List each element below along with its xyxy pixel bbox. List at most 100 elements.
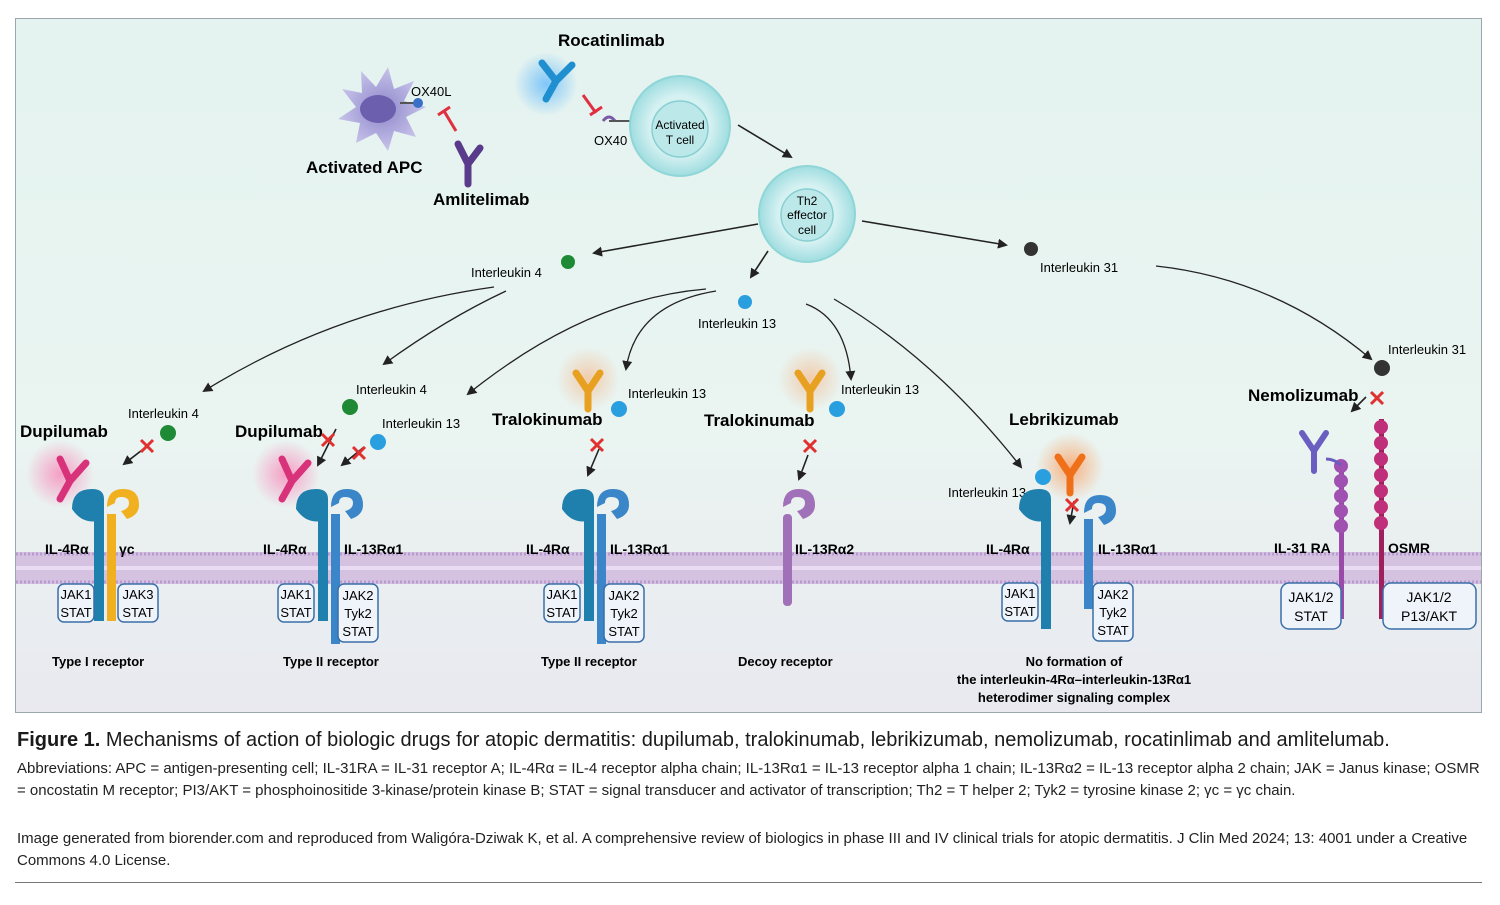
tralokinumab-antibody-icon-2 <box>794 369 826 413</box>
source-credit-text: Image generated from biorender.com and r… <box>17 830 1468 869</box>
il31-dot-icon <box>1024 242 1038 256</box>
il4ra-label-3: IL-4Rα <box>526 541 570 557</box>
nemolizumab-antibody-icon <box>1299 430 1329 474</box>
tyk2-label-3: Tyk2 <box>610 606 637 621</box>
stat-label-6: STAT <box>1294 608 1328 624</box>
stat-label-1b: STAT <box>122 605 153 620</box>
il31-label-2: Interleukin 31 <box>1388 342 1466 357</box>
gc-label: γc <box>119 541 135 557</box>
il13ra1-label-5: IL-13Rα1 <box>1098 541 1157 557</box>
jak2-label-2: JAK2 <box>342 588 373 603</box>
il31-label: Interleukin 31 <box>1040 260 1118 275</box>
il13ra1-receptor-icon <box>1084 495 1116 609</box>
block-x-icon <box>139 438 155 454</box>
block-x-icon <box>1064 497 1080 513</box>
cell-membrane <box>16 552 1481 584</box>
lebrikizumab-glow <box>1036 433 1104 501</box>
dupilumab-antibody-icon-1 <box>56 455 90 503</box>
tyk2-label-2: Tyk2 <box>344 606 371 621</box>
il4-label: Interleukin 4 <box>471 265 542 280</box>
block-x-icon <box>320 432 336 448</box>
il4ra-label-2: IL-4Rα <box>263 541 307 557</box>
il13ra2-receptor-icon <box>783 489 815 606</box>
t-cell-label-2: T cell <box>666 133 694 147</box>
distribution-arrows <box>202 265 1373 469</box>
th2-label-1: Th2 <box>797 194 818 208</box>
jak12-label-2: JAK1/2 <box>1406 589 1451 605</box>
figure-caption-title: Figure 1. Mechanisms of action of biolog… <box>17 728 1487 752</box>
arrow-tcell-to-th2 <box>737 124 793 159</box>
il13-dot-icon <box>738 295 752 309</box>
activated-t-cell-icon <box>629 75 731 177</box>
il13ra1-receptor-icon <box>331 489 363 644</box>
no-formation-label-2: the interleukin-4Rα–interleukin-13Rα1 <box>957 672 1191 687</box>
stat-label-5b: STAT <box>1097 623 1128 638</box>
ox40l-label: OX40L <box>411 84 451 99</box>
stat-label-2b: STAT <box>342 624 373 639</box>
ox40-label: OX40 <box>594 133 627 148</box>
type1-receptor-label: Type I receptor <box>52 654 144 669</box>
jak2-label-3: JAK2 <box>608 588 639 603</box>
il4ra-label-5: IL-4Rα <box>986 541 1030 557</box>
block-x-icon <box>589 437 605 453</box>
amlitelimab-antibody-icon <box>454 140 484 188</box>
block-x-icon <box>802 438 818 454</box>
dupilumab-antibody-icon-2 <box>278 455 312 503</box>
tralokinumab-glow-2 <box>778 347 842 411</box>
il13-label-2: Interleukin 13 <box>382 416 460 431</box>
p13akt-label: P13/AKT <box>1401 608 1457 624</box>
th2-effector-cell-icon <box>758 165 856 263</box>
activated-apc-icon <box>338 67 426 151</box>
il4ra-receptor-icon <box>1019 489 1051 629</box>
inhibition-t-icon <box>437 105 458 132</box>
arrow-th2-to-il13 <box>749 250 769 279</box>
arrow-il13-4 <box>797 454 809 481</box>
rocatinlimab-glow <box>514 52 578 116</box>
tralokinumab-antibody-icon-1 <box>572 369 604 413</box>
arrow-il13-3 <box>586 448 600 477</box>
jak2-tyk2-stat-box-2: JAK2 Tyk2 STAT <box>337 583 379 643</box>
no-formation-label-1: No formation of <box>1026 654 1123 669</box>
il31-dot-icon-2 <box>1374 360 1390 376</box>
il13-dot-icon-5 <box>1035 469 1051 485</box>
block-x-icon <box>1369 390 1385 406</box>
ox40-icon <box>601 115 617 122</box>
jak3-label: JAK3 <box>122 587 153 602</box>
il4ra-receptor-icon <box>296 489 328 621</box>
il13ra1-label-3: IL-13Rα1 <box>610 541 669 557</box>
jak1-stat-box-3: JAK1 STAT <box>543 583 581 623</box>
jak1-label-2: JAK1 <box>280 587 311 602</box>
il4ra-label-1: IL-4Rα <box>45 541 89 557</box>
stat-label-5: STAT <box>1004 604 1035 619</box>
rocatinlimab-antibody-icon <box>538 59 576 103</box>
amlitelimab-label: Amlitelimab <box>433 190 529 209</box>
il13-label-3: Interleukin 13 <box>628 386 706 401</box>
stat-label-3: STAT <box>546 605 577 620</box>
jak1-label-1: JAK1 <box>60 587 91 602</box>
jak3-stat-box: JAK3 STAT <box>117 583 159 623</box>
bottom-divider <box>15 882 1482 883</box>
dupilumab-glow-1 <box>26 440 94 508</box>
activated-apc-label: Activated APC <box>306 158 423 177</box>
abbreviations-text: Abbreviations: APC = antigen-presenting … <box>17 760 1480 799</box>
tyk2-label-5: Tyk2 <box>1099 605 1126 620</box>
osmr-receptor-icon <box>1374 419 1388 619</box>
type2-receptor-label-2: Type II receptor <box>541 654 637 669</box>
il4ra-receptor-icon <box>562 489 594 621</box>
stat-label-3b: STAT <box>608 624 639 639</box>
arrow-th2-to-il4 <box>592 223 759 257</box>
type2-receptor-label-1: Type II receptor <box>283 654 379 669</box>
jak2-tyk2-stat-box-3: JAK2 Tyk2 STAT <box>603 583 645 643</box>
jak12-p13akt-box: JAK1/2 P13/AKT <box>1382 582 1477 630</box>
jak1-label-5: JAK1 <box>1004 586 1035 601</box>
nemolizumab-label: Nemolizumab <box>1248 386 1359 405</box>
jak2-label-5: JAK2 <box>1097 587 1128 602</box>
figure-title: Mechanisms of action of biologic drugs f… <box>105 729 1390 751</box>
il13-dot-icon-3 <box>611 401 627 417</box>
jak1-stat-box-1: JAK1 STAT <box>57 583 95 623</box>
jak1-stat-box-2: JAK1 STAT <box>277 583 315 623</box>
jak2-tyk2-stat-box-5: JAK2 Tyk2 STAT <box>1092 582 1134 642</box>
stat-label-2: STAT <box>280 605 311 620</box>
figure-label: Figure 1. <box>17 729 101 751</box>
il31ra-receptor-icon <box>1325 457 1348 619</box>
